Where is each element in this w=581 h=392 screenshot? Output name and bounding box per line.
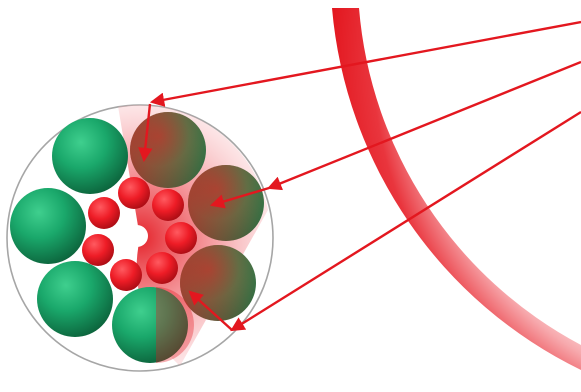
arrow [232,112,581,330]
large-sphere [10,188,86,264]
sphere-tint [188,165,264,241]
large-sphere [37,261,113,337]
small-sphere [146,252,178,284]
small-sphere [82,234,114,266]
small-sphere [118,177,150,209]
small-sphere [152,189,184,221]
sphere-tint [180,245,256,321]
center-hole [126,225,148,247]
arrow [269,62,581,188]
sphere-tint [130,112,206,188]
small-sphere [88,197,120,229]
small-sphere [165,222,197,254]
small-sphere [110,259,142,291]
large-sphere [52,118,128,194]
